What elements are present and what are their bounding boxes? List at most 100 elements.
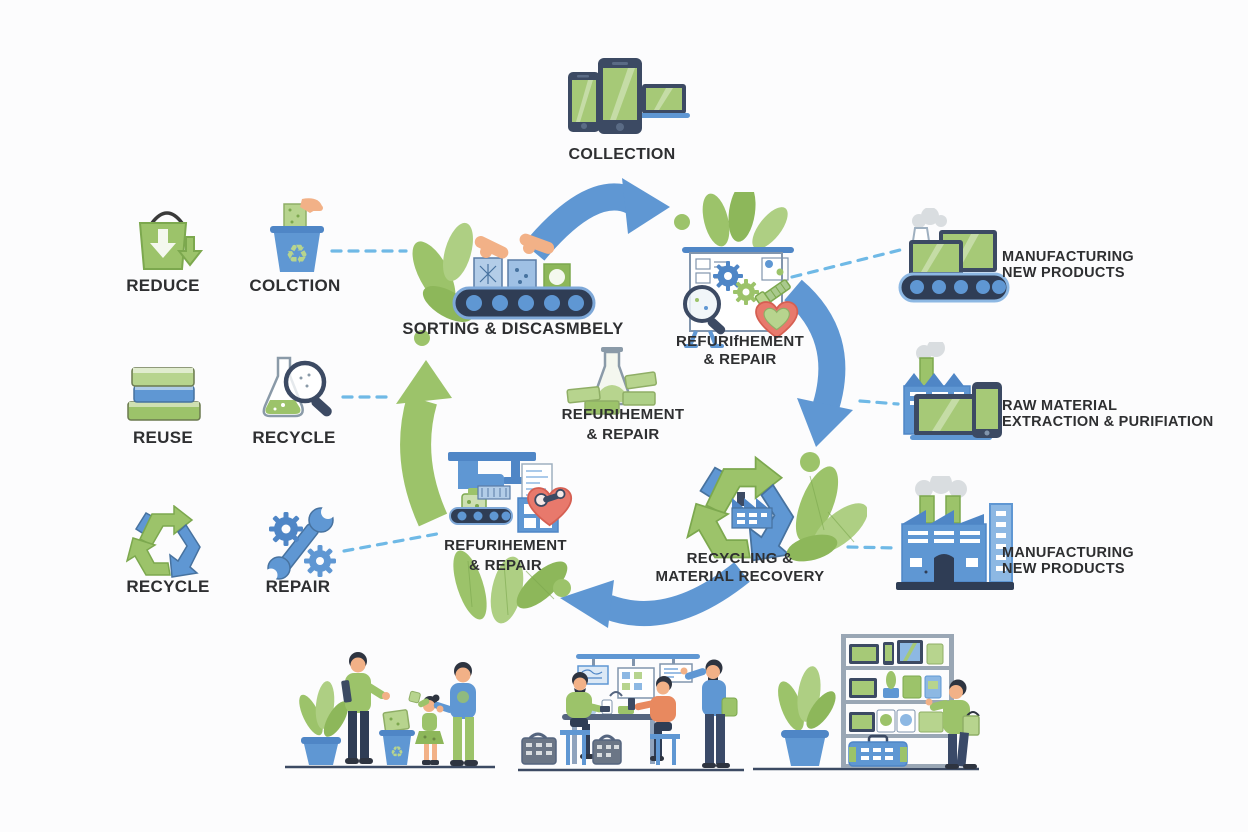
collection-label: COLLECTION xyxy=(568,146,676,163)
reuse-label: REUSE xyxy=(132,428,194,447)
dash-refurb-to-manufacturing xyxy=(790,248,902,279)
recycle-glyph: ♻ xyxy=(390,744,403,761)
reduce-label: REDUCE xyxy=(126,276,200,295)
bin-rim xyxy=(270,226,324,233)
conveyor-devices-icon xyxy=(898,208,1010,303)
green-dot xyxy=(674,214,690,230)
door xyxy=(934,554,954,582)
laptop xyxy=(636,84,690,118)
refurbished-store-scene xyxy=(753,634,980,771)
recycle-arrow-right xyxy=(169,523,201,578)
heart-icon xyxy=(755,301,799,339)
tripod-legs xyxy=(688,330,718,347)
conveyor-belt xyxy=(898,272,1010,303)
flask-liquid xyxy=(265,400,301,414)
factory-building xyxy=(901,510,987,583)
bag-handle xyxy=(150,211,184,225)
hand xyxy=(300,198,323,213)
repair-workshop-scene xyxy=(518,654,744,772)
mini-factory xyxy=(731,492,773,529)
shelf-items-row1 xyxy=(849,640,944,665)
dash-to-raw-material xyxy=(858,399,900,406)
hopper xyxy=(477,485,511,500)
recycle-arrow-left xyxy=(126,537,171,576)
tower xyxy=(989,503,1013,583)
refurbishment-board-icon xyxy=(674,192,799,348)
dash-repair-to-machine xyxy=(342,531,444,553)
toolbox-1 xyxy=(521,732,557,765)
arrow-refurbishment-to-recycling xyxy=(783,279,853,447)
recycle-triangle xyxy=(686,455,795,562)
wrench xyxy=(264,505,335,582)
down-arrow-white xyxy=(150,229,176,258)
mfg-bottom-label-1: MANUFACTURING xyxy=(1002,545,1134,561)
magnifier-handle xyxy=(311,397,332,417)
raw-label-1: RAW MATERIAL xyxy=(1002,398,1118,414)
recycle-bin-collection-icon: ♻ xyxy=(270,198,324,272)
smoke xyxy=(912,208,947,228)
phone-large xyxy=(598,58,642,134)
mfg-bottom-label-2: NEW PRODUCTS xyxy=(1002,561,1125,577)
refurb-left-label-1: REFURIHEMENT xyxy=(444,537,567,554)
person-girl xyxy=(408,690,444,765)
book-stack xyxy=(127,367,201,421)
down-arrow-green xyxy=(176,236,204,267)
dash-recycling-to-factory xyxy=(846,545,900,550)
potted-plant xyxy=(778,666,836,766)
toolbox-2 xyxy=(592,734,622,765)
shelf-items-row2 xyxy=(849,671,942,699)
conveyor-belt xyxy=(452,286,596,320)
recycle-bin: ♻ xyxy=(379,709,415,765)
recycle-glyph: ♻ xyxy=(285,239,308,269)
phone xyxy=(972,382,1002,438)
recycling-label-2: MATERIAL RECOVERY xyxy=(655,568,825,585)
raw-label-2: EXTRACTION & PURIFIATION xyxy=(1002,414,1214,430)
flask-green xyxy=(599,385,625,402)
refurb-left-label-2: & REPAIR xyxy=(469,557,542,574)
leaves xyxy=(786,452,867,562)
flask-money-icon xyxy=(566,347,658,415)
gear-icon-small xyxy=(304,545,336,577)
books-reuse-icon xyxy=(127,367,201,421)
gear-icon-large xyxy=(269,512,303,546)
person-man-blue xyxy=(433,662,478,766)
conveyor xyxy=(449,507,513,525)
refurbishment-machine-icon xyxy=(448,452,573,533)
family-recycling-scene: ♻ xyxy=(285,652,495,769)
arrow-sorting-to-refurbishment xyxy=(523,178,670,261)
factory-devices-icon xyxy=(903,342,1002,440)
factory-icon xyxy=(896,476,1014,590)
pipe xyxy=(458,461,504,489)
mfg-top-label-2: NEW PRODUCTS xyxy=(1002,265,1125,281)
device-front xyxy=(909,240,963,276)
wrench-gears-icon xyxy=(264,505,336,582)
blue-case xyxy=(848,734,908,767)
arrow-machine-to-sorting xyxy=(396,360,452,527)
base xyxy=(896,582,1014,590)
shopping-bag-reduce-icon xyxy=(138,211,204,270)
leaves-under-machine xyxy=(453,550,571,624)
phone-small xyxy=(568,72,600,132)
recycle-flask-label: RECYCLE xyxy=(252,428,336,447)
recycle-arrows-icon xyxy=(126,505,201,578)
beam xyxy=(448,452,536,461)
recycle-factory-icon xyxy=(686,452,867,562)
refurb-center-label-1: REFURIHEMENT xyxy=(561,406,685,423)
gear-blue xyxy=(713,261,743,291)
heart-wrench-icon xyxy=(527,487,573,527)
person-father xyxy=(341,652,390,764)
sorting-label: SORTING & DISCASMBELY xyxy=(402,320,624,338)
smoke xyxy=(915,476,967,498)
smoke xyxy=(916,342,945,361)
refurb-right-label-1: REFURIfHEMENT xyxy=(675,333,805,350)
worker-left xyxy=(560,672,610,765)
shopper xyxy=(925,679,980,769)
refurb-center-label-2: & REPAIR xyxy=(586,426,660,443)
sorting-conveyor-icon xyxy=(412,222,596,346)
e-waste-item xyxy=(283,203,307,229)
magnifier-lens xyxy=(283,360,327,404)
recycling-label-1: RECYCLING & xyxy=(686,550,794,567)
mfg-top-label-1: MANUFACTURING xyxy=(1002,249,1134,265)
colction-label: COLCTION xyxy=(249,276,341,295)
